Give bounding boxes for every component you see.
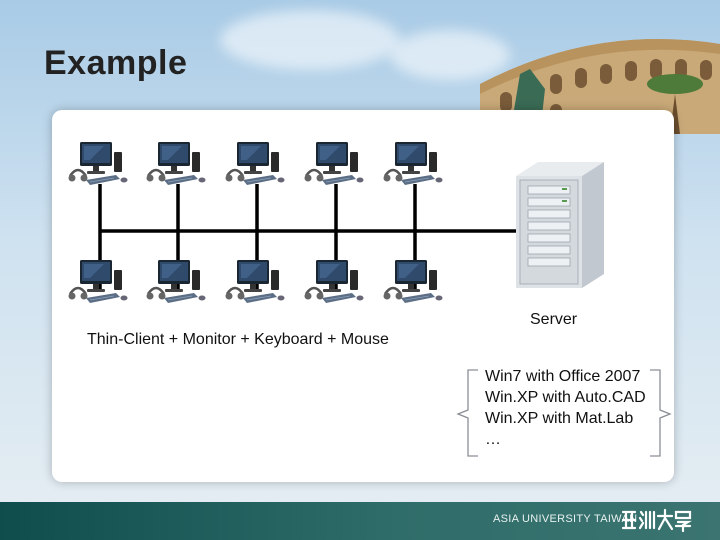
cloud-decoration	[390, 30, 510, 80]
thin-client-workstation-icon	[145, 258, 207, 305]
university-name: ASIA UNIVERSITY TAIWAN	[493, 513, 638, 525]
thin-client-workstation-icon	[224, 258, 286, 305]
thin-client-workstation-icon	[382, 140, 444, 187]
thin-client-workstation-icon	[145, 140, 207, 187]
university-logo-cjk	[621, 508, 692, 533]
thin-client-workstation-icon	[67, 140, 129, 187]
server-os-list: Win7 with Office 2007 Win.XP with Auto.C…	[485, 366, 646, 450]
server-label: Server	[530, 311, 578, 328]
os-item: …	[485, 431, 501, 448]
footer-bar	[0, 502, 720, 540]
thin-client-workstation-icon	[382, 258, 444, 305]
os-list-brackets	[456, 369, 672, 457]
slide-title: Example	[44, 44, 188, 82]
thin-client-workstation-icon	[67, 258, 129, 305]
thin-client-workstation-icon	[303, 140, 365, 187]
cloud-decoration	[220, 10, 400, 70]
thin-client-workstation-icon	[224, 140, 286, 187]
thin-client-label: Thin-Client + Monitor + Keyboard + Mouse	[87, 331, 389, 348]
server-tower-icon	[516, 162, 604, 288]
thin-client-workstation-icon	[303, 258, 365, 305]
os-item: Win.XP with Auto.CAD	[485, 389, 646, 406]
os-item: Win7 with Office 2007	[485, 368, 641, 385]
os-item: Win.XP with Mat.Lab	[485, 410, 634, 427]
